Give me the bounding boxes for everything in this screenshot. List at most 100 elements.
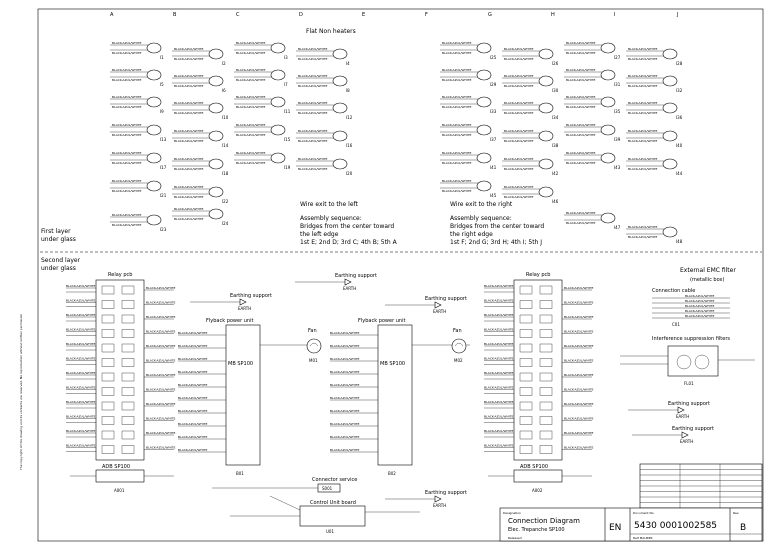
heater-id: I12 [346,115,353,120]
heater-id: I44 [676,171,683,176]
relay-wire-label: BLACK-AZUL/WHITE [564,417,593,421]
first-layer-label-2: under glass [41,236,76,243]
document-number: 5430 0001002585 [634,521,717,531]
wire-label: BLACK-AZUL/WHITE [628,167,657,171]
wire-label: BLACK-AZUL/WHITE [442,133,471,137]
power-wire-label: BLACK-AZUL/WHITE [178,448,207,452]
released-label: Released [508,536,522,540]
wire-label: BLACK-AZUL/WHITE [236,78,265,82]
heater-id: I21 [160,193,167,198]
heater-id: I20 [346,171,353,176]
emc-cable-id: C01 [672,322,680,327]
wire-label: BLACK-AZUL/WHITE [442,51,471,55]
heater-id: I26 [552,61,559,66]
power-wire-label: BLACK-AZUL/WHITE [330,396,359,400]
wire-label: BLACK-AZUL/WHITE [112,179,141,183]
power-unit-model: MB SP100 [228,361,253,367]
wire-label: BLACK-AZUL/WHITE [174,185,203,189]
power-wire-label: BLACK-AZUL/WHITE [330,409,359,413]
relay-wire-label: BLACK-AZUL/WHITE [66,299,95,303]
wire-label: BLACK-AZUL/WHITE [112,105,141,109]
relay-wire-label: BLACK-AZUL/WHITE [146,402,175,406]
heater-id: I43 [614,165,621,170]
heater-id: I40 [676,143,683,148]
wire-label: BLACK-AZUL/WHITE [298,74,327,78]
title-box [499,507,763,542]
document-no-label: Document No. [633,511,655,515]
power-wire-label: BLACK-AZUL/WHITE [330,448,359,452]
sheet-border [37,8,764,542]
emc-wire-label: BLACK-AZUL/WHITE [685,299,714,303]
heater-id: I39 [614,137,621,142]
wire-label: BLACK-AZUL/WHITE [504,111,533,115]
left-assembly-label: Assembly sequence: [300,215,362,222]
heater-id: I37 [490,137,497,142]
wire-label: BLACK-AZUL/WHITE [236,105,265,109]
heater-id: I28 [676,61,683,66]
wire-label: BLACK-AZUL/WHITE [298,101,327,105]
wire-label: BLACK-AZUL/WHITE [112,51,141,55]
relay-wire-label: BLACK-AZUL/WHITE [564,446,593,450]
relay-id: A001 [114,488,125,493]
heater-id: I7 [284,82,288,87]
wire-label: BLACK-AZUL/WHITE [174,157,203,161]
wire-label: BLACK-AZUL/WHITE [628,157,657,161]
wire-label: BLACK-AZUL/WHITE [236,41,265,45]
right-assembly-text-1: Bridges from the center toward [450,223,544,230]
wire-label: BLACK-AZUL/WHITE [112,133,141,137]
power-wire-label: BLACK-AZUL/WHITE [178,331,207,335]
power-unit-model: MB SP100 [380,361,405,367]
left-assembly-text-1: Bridges from the center toward [300,223,394,230]
earth-tag: EARTH [433,309,446,314]
relay-wire-label: BLACK-AZUL/WHITE [564,402,593,406]
wire-label: BLACK-AZUL/WHITE [566,151,595,155]
heater-id: I33 [490,109,497,114]
wire-label: BLACK-AZUL/WHITE [628,235,657,239]
wire-label: BLACK-AZUL/WHITE [174,195,203,199]
connector-service: Connector service S001 [212,477,357,493]
heater-id: I35 [614,109,621,114]
wire-label: BLACK-AZUL/WHITE [628,57,657,61]
wire-label: BLACK-AZUL/WHITE [566,211,595,215]
wire-label: BLACK-AZUL/WHITE [112,41,141,45]
heater-id: I38 [552,143,559,148]
wire-label: BLACK-AZUL/WHITE [112,95,141,99]
first-layer-label-1: First layer [41,228,71,235]
external-emc-filter: External EMC filter(metallic box)Connect… [620,267,755,386]
connector-service-id: S001 [322,486,333,491]
wire-label: BLACK-AZUL/WHITE [174,111,203,115]
right-sequence: 1st F; 2nd G; 3rd H; 4th I; 5th J [450,239,542,246]
column-letter: A [110,12,114,18]
wire-label: BLACK-AZUL/WHITE [112,78,141,82]
right-wire-note: Wire exit to the right Assembly sequence… [450,201,544,246]
wire-label: BLACK-AZUL/WHITE [504,195,533,199]
wire-label: BLACK-AZUL/WHITE [442,161,471,165]
power-wire-label: BLACK-AZUL/WHITE [178,383,207,387]
wire-label: BLACK-AZUL/WHITE [174,207,203,211]
